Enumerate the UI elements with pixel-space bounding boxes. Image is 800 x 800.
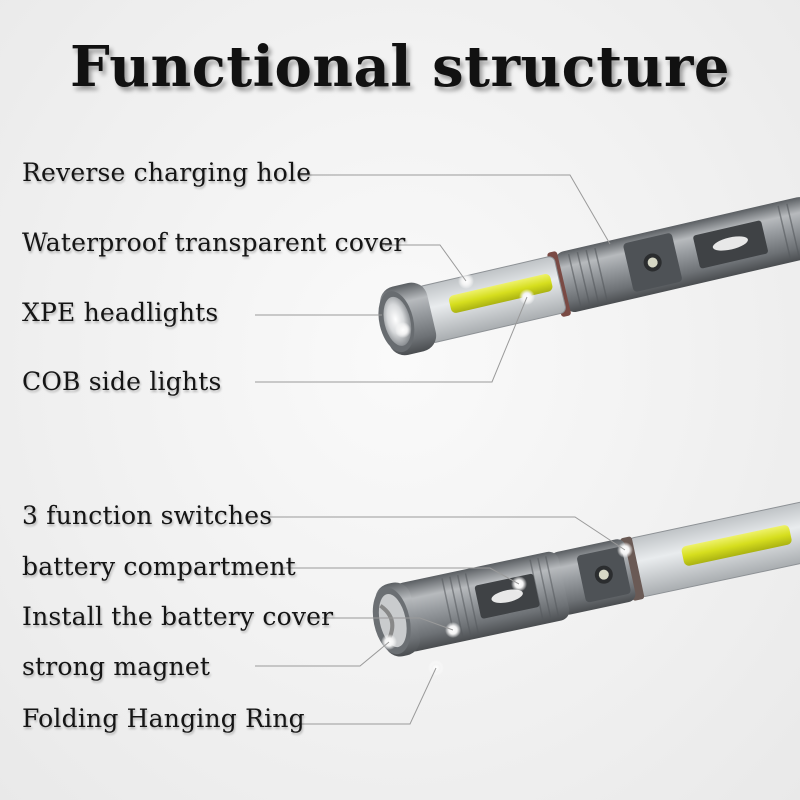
leader-lines [255, 174, 626, 725]
label-xpe-headlights: XPE headlights [22, 298, 219, 327]
label-folding-hanging-ring: Folding Hanging Ring [22, 704, 305, 733]
label-reverse-charging-hole: Reverse charging hole [22, 158, 312, 187]
diagram-title: Functional structure [70, 34, 730, 100]
label-battery-cover: Install the battery cover [22, 602, 334, 631]
label-battery-compartment: battery compartment [22, 552, 296, 581]
label-strong-magnet: strong magnet [22, 652, 211, 681]
label-cob-side-lights: COB side lights [22, 367, 222, 396]
label-function-switches: 3 function switches [22, 501, 273, 530]
top-flashlight [378, 197, 800, 356]
label-waterproof-transparent-cover: Waterproof transparent cover [22, 228, 406, 257]
